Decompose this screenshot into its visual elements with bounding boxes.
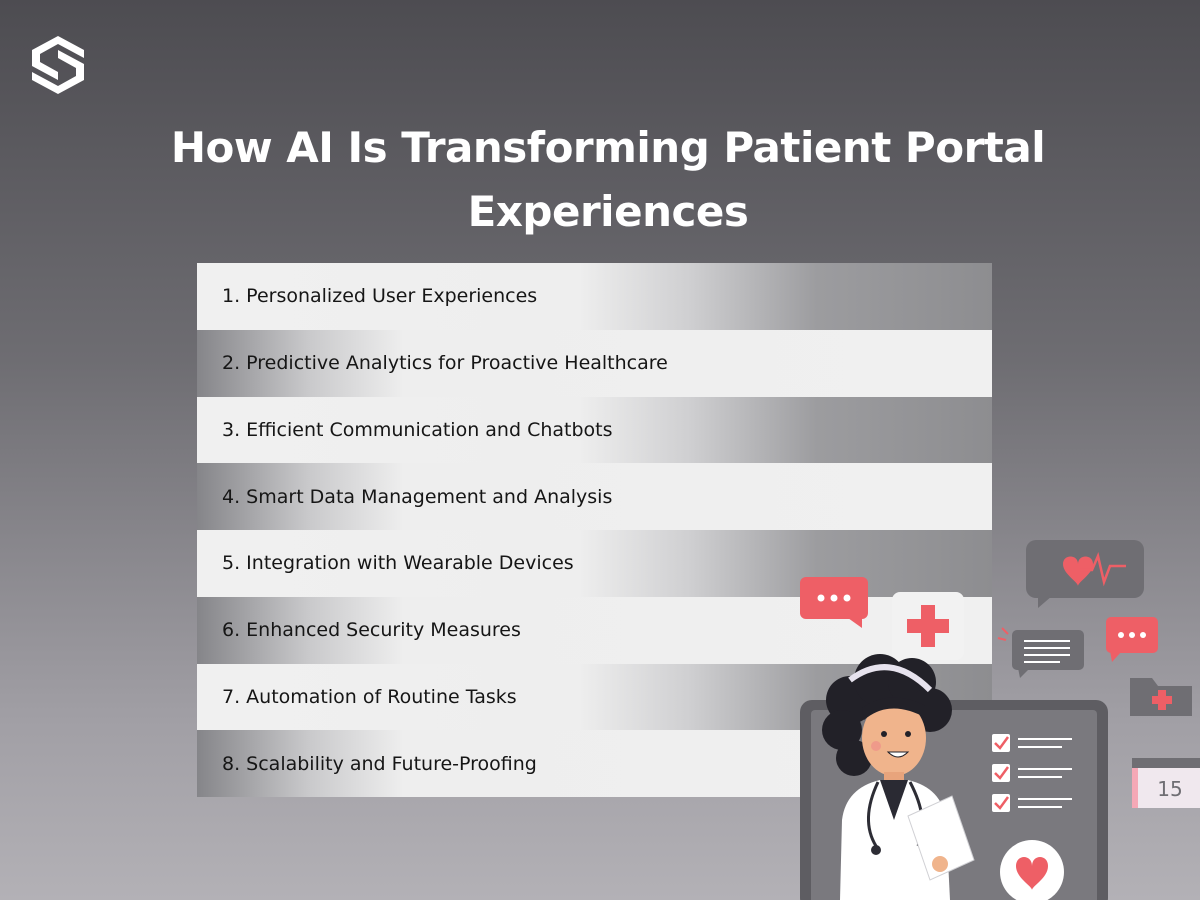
benefits-list: 1. Personalized User Experiences 2. Pred… (197, 263, 992, 797)
calendar-icon (1132, 758, 1200, 808)
title-line-2: Experiences (467, 187, 749, 236)
doctor (822, 654, 975, 900)
calendar-day: 15 (1157, 777, 1182, 801)
doctor-illustration: 15 (800, 540, 1200, 900)
medical-folder-icon (1130, 678, 1192, 716)
heartbeat-bubble-icon (1026, 540, 1144, 608)
chat-dots-icon (800, 577, 868, 628)
list-item: 1. Personalized User Experiences (197, 263, 992, 330)
heart-icon (1000, 840, 1064, 900)
checkbox-icon (992, 734, 1072, 812)
list-item: 3. Efficient Communication and Chatbots (197, 396, 992, 464)
text-message-icon (997, 627, 1084, 678)
title-line-1: How AI Is Transforming Patient Portal (170, 123, 1046, 172)
chat-dots-icon (1106, 617, 1158, 662)
logo-icon (32, 36, 84, 94)
list-item: 2. Predictive Analytics for Proactive He… (197, 329, 992, 397)
list-item: 4. Smart Data Management and Analysis (197, 463, 992, 530)
page-title: How AI Is Transforming Patient Portal Ex… (100, 116, 1116, 244)
